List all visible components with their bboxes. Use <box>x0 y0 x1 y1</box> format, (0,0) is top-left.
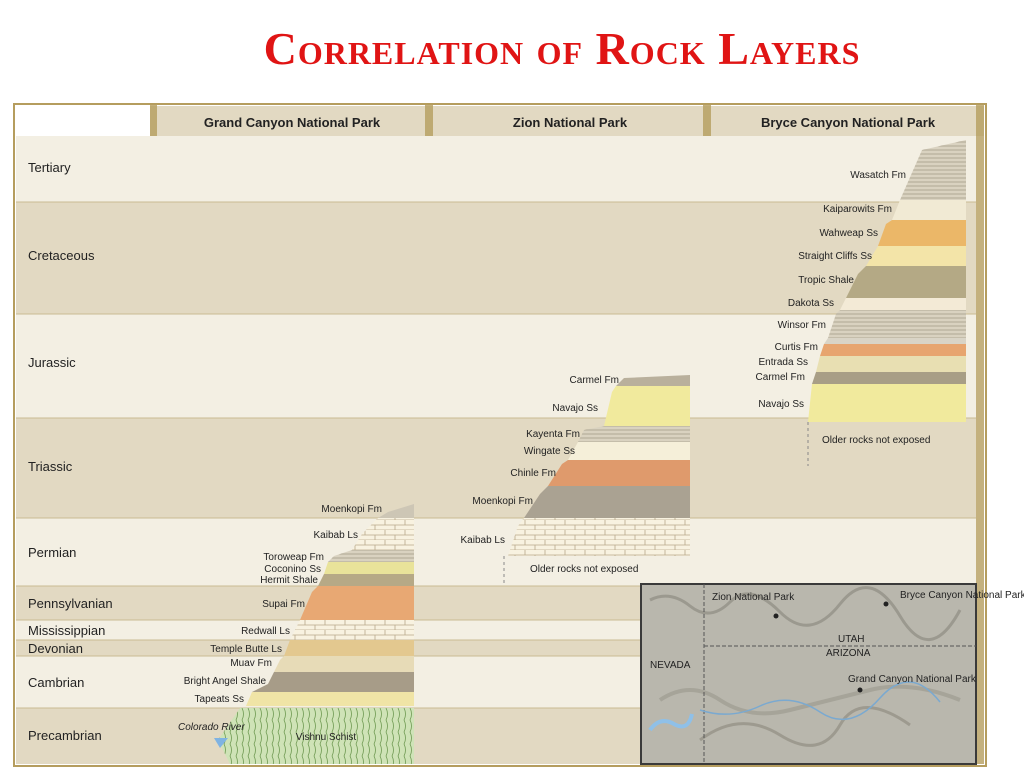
layer-label: Bright Angel Shale <box>184 676 267 687</box>
zion-labels: Carmel Fm Navajo Ss Kayenta Fm Wingate S… <box>461 375 639 575</box>
layer-label: Tapeats Ss <box>195 694 244 705</box>
period-mississippian: Mississippian <box>28 623 105 638</box>
layer-label: Wasatch Fm <box>850 170 906 181</box>
bryce-note: Older rocks not exposed <box>822 435 930 446</box>
layer-label: Straight Cliffs Ss <box>798 251 872 262</box>
grand-canyon-section <box>214 504 414 764</box>
period-cretaceous: Cretaceous <box>28 248 95 263</box>
map-label-zion: Zion National Park <box>712 592 795 603</box>
zion-note: Older rocks not exposed <box>530 564 638 575</box>
layer-label: Chinle Fm <box>510 468 556 479</box>
header-bryce: Bryce Canyon National Park <box>761 115 936 130</box>
header-zion: Zion National Park <box>513 115 628 130</box>
bryce-section <box>807 140 966 466</box>
layer-label: Kaiparowits Fm <box>823 204 892 215</box>
layer-label: Navajo Ss <box>552 403 598 414</box>
basement-label: Vishnu Schist <box>296 732 357 743</box>
layer-label: Navajo Ss <box>758 399 804 410</box>
layer-label: Kaibab Ls <box>461 535 505 546</box>
layer-label: Tropic Shale <box>798 275 854 286</box>
layer-label: Carmel Fm <box>570 375 619 386</box>
layer-label: Wingate Ss <box>524 446 575 457</box>
layer-label: Toroweap Fm <box>263 552 324 563</box>
map-label-nevada: NEVADA <box>650 660 691 671</box>
map-label-grand-canyon: Grand Canyon National Park <box>848 674 977 685</box>
period-cambrian: Cambrian <box>28 675 84 690</box>
inset-map: Zion National Park Bryce Canyon National… <box>640 583 1024 765</box>
layer-label: Dakota Ss <box>788 298 834 309</box>
layer-label: Supai Fm <box>262 599 305 610</box>
slide-title: Correlation of Rock Layers <box>263 23 861 74</box>
period-permian: Permian <box>28 545 76 560</box>
period-devonian: Devonian <box>28 641 83 656</box>
period-tertiary: Tertiary <box>28 160 71 175</box>
layer-label: Carmel Fm <box>756 372 805 383</box>
period-jurassic: Jurassic <box>28 355 76 370</box>
layer-label: Curtis Fm <box>775 342 818 353</box>
layer-label: Entrada Ss <box>759 357 808 368</box>
layer-label: Winsor Fm <box>778 320 826 331</box>
layer-label: Moenkopi Fm <box>321 504 382 515</box>
layer-label: Muav Fm <box>230 658 272 669</box>
layer-label: Temple Butte Ls <box>210 644 282 655</box>
layer-label: Coconino Ss <box>264 564 321 575</box>
layer-label: Moenkopi Fm <box>472 496 533 507</box>
layer-label: Kayenta Fm <box>526 429 580 440</box>
map-label-bryce: Bryce Canyon National Park <box>900 590 1024 601</box>
map-label-utah: UTAH <box>838 634 864 645</box>
river-label: Colorado River <box>178 722 245 733</box>
zion-section <box>503 375 690 584</box>
map-label-arizona: ARIZONA <box>826 648 871 659</box>
layer-label: Wahweap Ss <box>819 228 878 239</box>
layer-label: Hermit Shale <box>260 575 318 586</box>
grand-canyon-labels: Moenkopi Fm Kaibab Ls Toroweap Fm Coconi… <box>178 504 382 743</box>
period-triassic: Triassic <box>28 459 73 474</box>
header-grand-canyon: Grand Canyon National Park <box>204 115 381 130</box>
layer-label: Redwall Ls <box>241 626 290 637</box>
layer-label: Kaibab Ls <box>314 530 358 541</box>
bryce-labels: Wasatch Fm Kaiparowits Fm Wahweap Ss Str… <box>756 170 931 446</box>
period-pennsylvanian: Pennsylvanian <box>28 596 113 611</box>
period-precambrian: Precambrian <box>28 728 102 743</box>
